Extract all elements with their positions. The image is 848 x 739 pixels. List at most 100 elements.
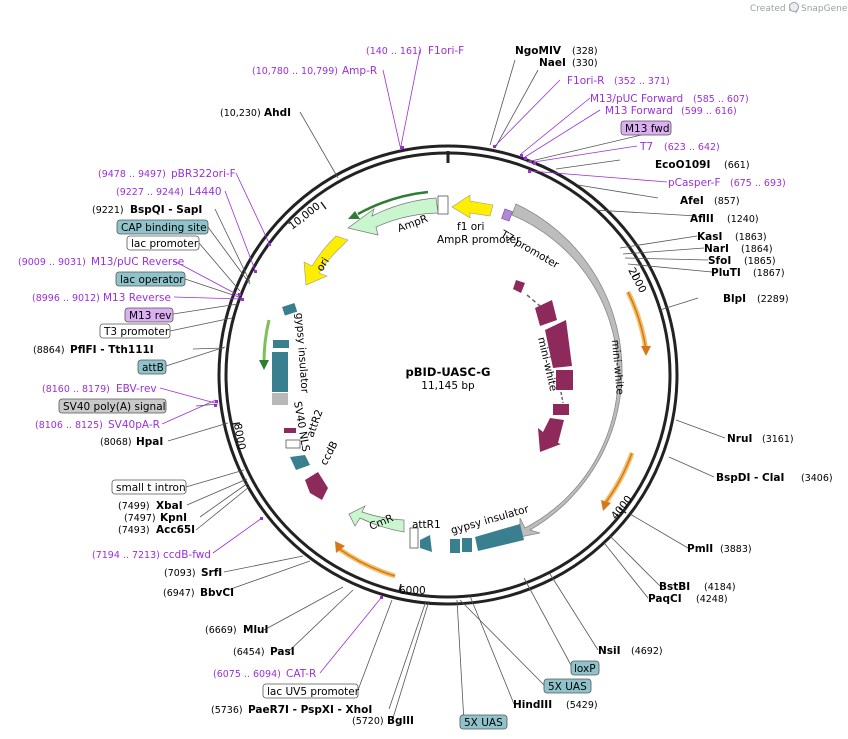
primer-pbr322ori-f[interactable]: (9478 .. 9497)pBR322ori-F [98, 168, 236, 180]
box-lac-operator[interactable]: lac operator [115, 271, 186, 287]
box-lac-promoter[interactable]: lac promoter [126, 235, 200, 251]
primer-l4440[interactable]: (9227 .. 9244)L4440 [116, 186, 222, 198]
svg-text:BbvCI: BbvCI [200, 587, 234, 599]
site-pluti[interactable]: PluTI(1867) [711, 267, 785, 279]
attr1-marker [409, 527, 419, 549]
box-t3-promoter[interactable]: T3 promoter [99, 323, 171, 339]
svg-text:CAT-R: CAT-R [286, 668, 316, 680]
site-mlui[interactable]: MluI(6669) [205, 624, 268, 636]
box-m13-fwd[interactable]: M13 fwd [620, 120, 672, 136]
site-acc65i[interactable]: Acc65I (7493) [118, 524, 195, 536]
svg-text:(8068): (8068) [100, 437, 132, 448]
site-hindiii[interactable]: HindIII(5429) [513, 699, 598, 711]
svg-text:lac operator: lac operator [120, 274, 184, 286]
svg-text:(623 .. 642): (623 .. 642) [664, 142, 720, 153]
svg-text:AhdI: AhdI [264, 107, 291, 119]
primer-ccdb-fwd[interactable]: (7194 .. 7213)ccdB-fwd [92, 549, 211, 561]
site-ahdi[interactable]: AhdI(10,230) [220, 107, 291, 119]
svg-text:BspDI - ClaI: BspDI - ClaI [716, 472, 784, 484]
site-xbai[interactable]: XbaI(7499) [118, 500, 183, 512]
svg-text:(10,230): (10,230) [220, 108, 261, 119]
box-5x-uas-bottom[interactable]: 5X UAS [459, 714, 508, 730]
box-5x-uas-right[interactable]: 5X UAS [543, 678, 592, 694]
primer-m13-reverse[interactable]: (8996 .. 9012)M13 Reverse [32, 292, 171, 304]
svg-text:F1ori-R: F1ori-R [567, 75, 604, 87]
site-bglii[interactable]: BglII(5720) [352, 715, 414, 727]
site-nari[interactable]: NarI(1864) [704, 243, 773, 255]
site-leader-lines [167, 59, 726, 719]
box-attb[interactable]: attB [137, 359, 167, 375]
primer-m13-forward[interactable]: M13 Forward(599 .. 616) [605, 105, 737, 117]
site-naei[interactable]: NaeI(330) [539, 57, 598, 69]
site-nsii[interactable]: NsiI(4692) [598, 645, 663, 657]
primer-m13-puc-reverse[interactable]: (9009 .. 9031) M13/pUC Reverse [18, 256, 184, 268]
svg-text:BstBI: BstBI [659, 581, 690, 593]
sv40-nls-marker [284, 428, 296, 433]
site-nrui[interactable]: NruI(3161) [727, 433, 794, 445]
svg-text:(330): (330) [572, 58, 598, 69]
primer-f1ori-f[interactable]: (140 .. 161)F1ori-F [366, 45, 464, 57]
svg-text:(1240): (1240) [727, 214, 759, 225]
box-cap-binding-site[interactable]: CAP binding site [116, 219, 209, 235]
svg-text:M13/pUC Reverse: M13/pUC Reverse [91, 256, 184, 268]
tick-8000: 8000 [231, 422, 248, 451]
svg-text:(661): (661) [724, 160, 750, 171]
tick-label: 6000 [399, 585, 426, 597]
site-ngomiv[interactable]: NgoMIV(328) [515, 45, 598, 57]
credit-prefix: Created by [750, 4, 800, 14]
site-pmli[interactable]: PmlI(3883) [687, 543, 752, 555]
site-bspdi-clai[interactable]: BspDI - ClaI(3406) [716, 472, 833, 484]
site-pflfi-tth111i[interactable]: PflFI - Tth111I(8864) [33, 344, 154, 356]
svg-text:Acc65I: Acc65I [156, 524, 195, 536]
site-kasi[interactable]: KasI(1863) [697, 231, 767, 243]
svg-text:AflII: AflII [690, 213, 714, 225]
primer-amp-r[interactable]: (10,780 .. 10,799)Amp-R [252, 65, 377, 77]
primer-pcasper-f[interactable]: pCasper-F(675 .. 693) [668, 177, 786, 189]
site-bbvci[interactable]: BbvCI(6947) [163, 587, 234, 599]
svg-text:(328): (328) [572, 46, 598, 57]
box-m13-rev[interactable]: M13 rev [124, 307, 174, 323]
svg-text:CAP binding site: CAP binding site [121, 222, 207, 234]
svg-text:(9009 .. 9031): (9009 .. 9031) [18, 257, 86, 268]
svg-text:(4184): (4184) [704, 582, 736, 593]
box-lac-uv5-promoter[interactable]: lac UV5 promoter [262, 683, 360, 699]
ccdb-label: ccdB [318, 439, 341, 467]
primer-t7[interactable]: T7 (623 .. 642) [639, 141, 720, 153]
site-bstbi[interactable]: BstBI (4184) [659, 581, 736, 593]
site-xhoi[interactable]: PaeR7I - PspXI - XhoI(5736) [211, 704, 372, 716]
svg-text:(1865): (1865) [744, 256, 776, 267]
box-small-t-intron[interactable]: small t intron [111, 479, 187, 495]
primer-m13-puc-forward[interactable]: M13/pUC Forward(585 .. 607) [590, 93, 749, 105]
svg-text:M13 Reverse: M13 Reverse [103, 292, 171, 304]
site-aflii[interactable]: AflII (1240) [690, 213, 759, 225]
svg-text:PaqCI: PaqCI [648, 593, 682, 605]
tick-label: 4000 [609, 493, 635, 521]
primer-ebv-rev[interactable]: (8160 .. 8179)EBV-rev [42, 383, 157, 395]
attr1-label: attR1 [412, 519, 441, 531]
tick-label: 8000 [231, 422, 247, 450]
box-sv40-polya-signal[interactable]: SV40 poly(A) signal [58, 398, 167, 414]
svg-text:(1867): (1867) [753, 268, 785, 279]
svg-text:(7493): (7493) [118, 525, 150, 536]
site-hpai[interactable]: HpaI(8068) [100, 436, 163, 448]
orf-right-upper-outline [625, 290, 649, 351]
site-bspqi-sapi[interactable]: BspQI - SapI(9221) [92, 204, 202, 216]
primer-cat-r[interactable]: (6075 .. 6094)CAT-R [213, 668, 316, 680]
site-srfi[interactable]: SrfI(7093) [164, 567, 222, 579]
site-kpni[interactable]: KpnI(7497) [124, 512, 187, 524]
box-loxp[interactable]: loxP [570, 660, 600, 676]
svg-text:(585 .. 607): (585 .. 607) [693, 94, 749, 105]
site-afei[interactable]: AfeI(857) [680, 195, 740, 207]
site-paqci[interactable]: PaqCI(4248) [648, 593, 728, 605]
gypsy-bottom-block [475, 524, 524, 551]
svg-text:(2289): (2289) [757, 294, 789, 305]
site-blpi[interactable]: BlpI(2289) [723, 293, 789, 305]
primer-sv40pa-r[interactable]: (8106 .. 8125)SV40pA-R [35, 419, 160, 431]
svg-text:(857): (857) [714, 196, 740, 207]
svg-text:T7: T7 [639, 141, 653, 153]
primer-f1ori-r[interactable]: F1ori-R(352 .. 371) [567, 75, 670, 87]
site-pasi[interactable]: PasI(6454) [233, 646, 295, 658]
site-ecoo109i[interactable]: EcoO109I(661) [655, 159, 750, 171]
site-sfoi[interactable]: SfoI(1865) [708, 255, 776, 267]
